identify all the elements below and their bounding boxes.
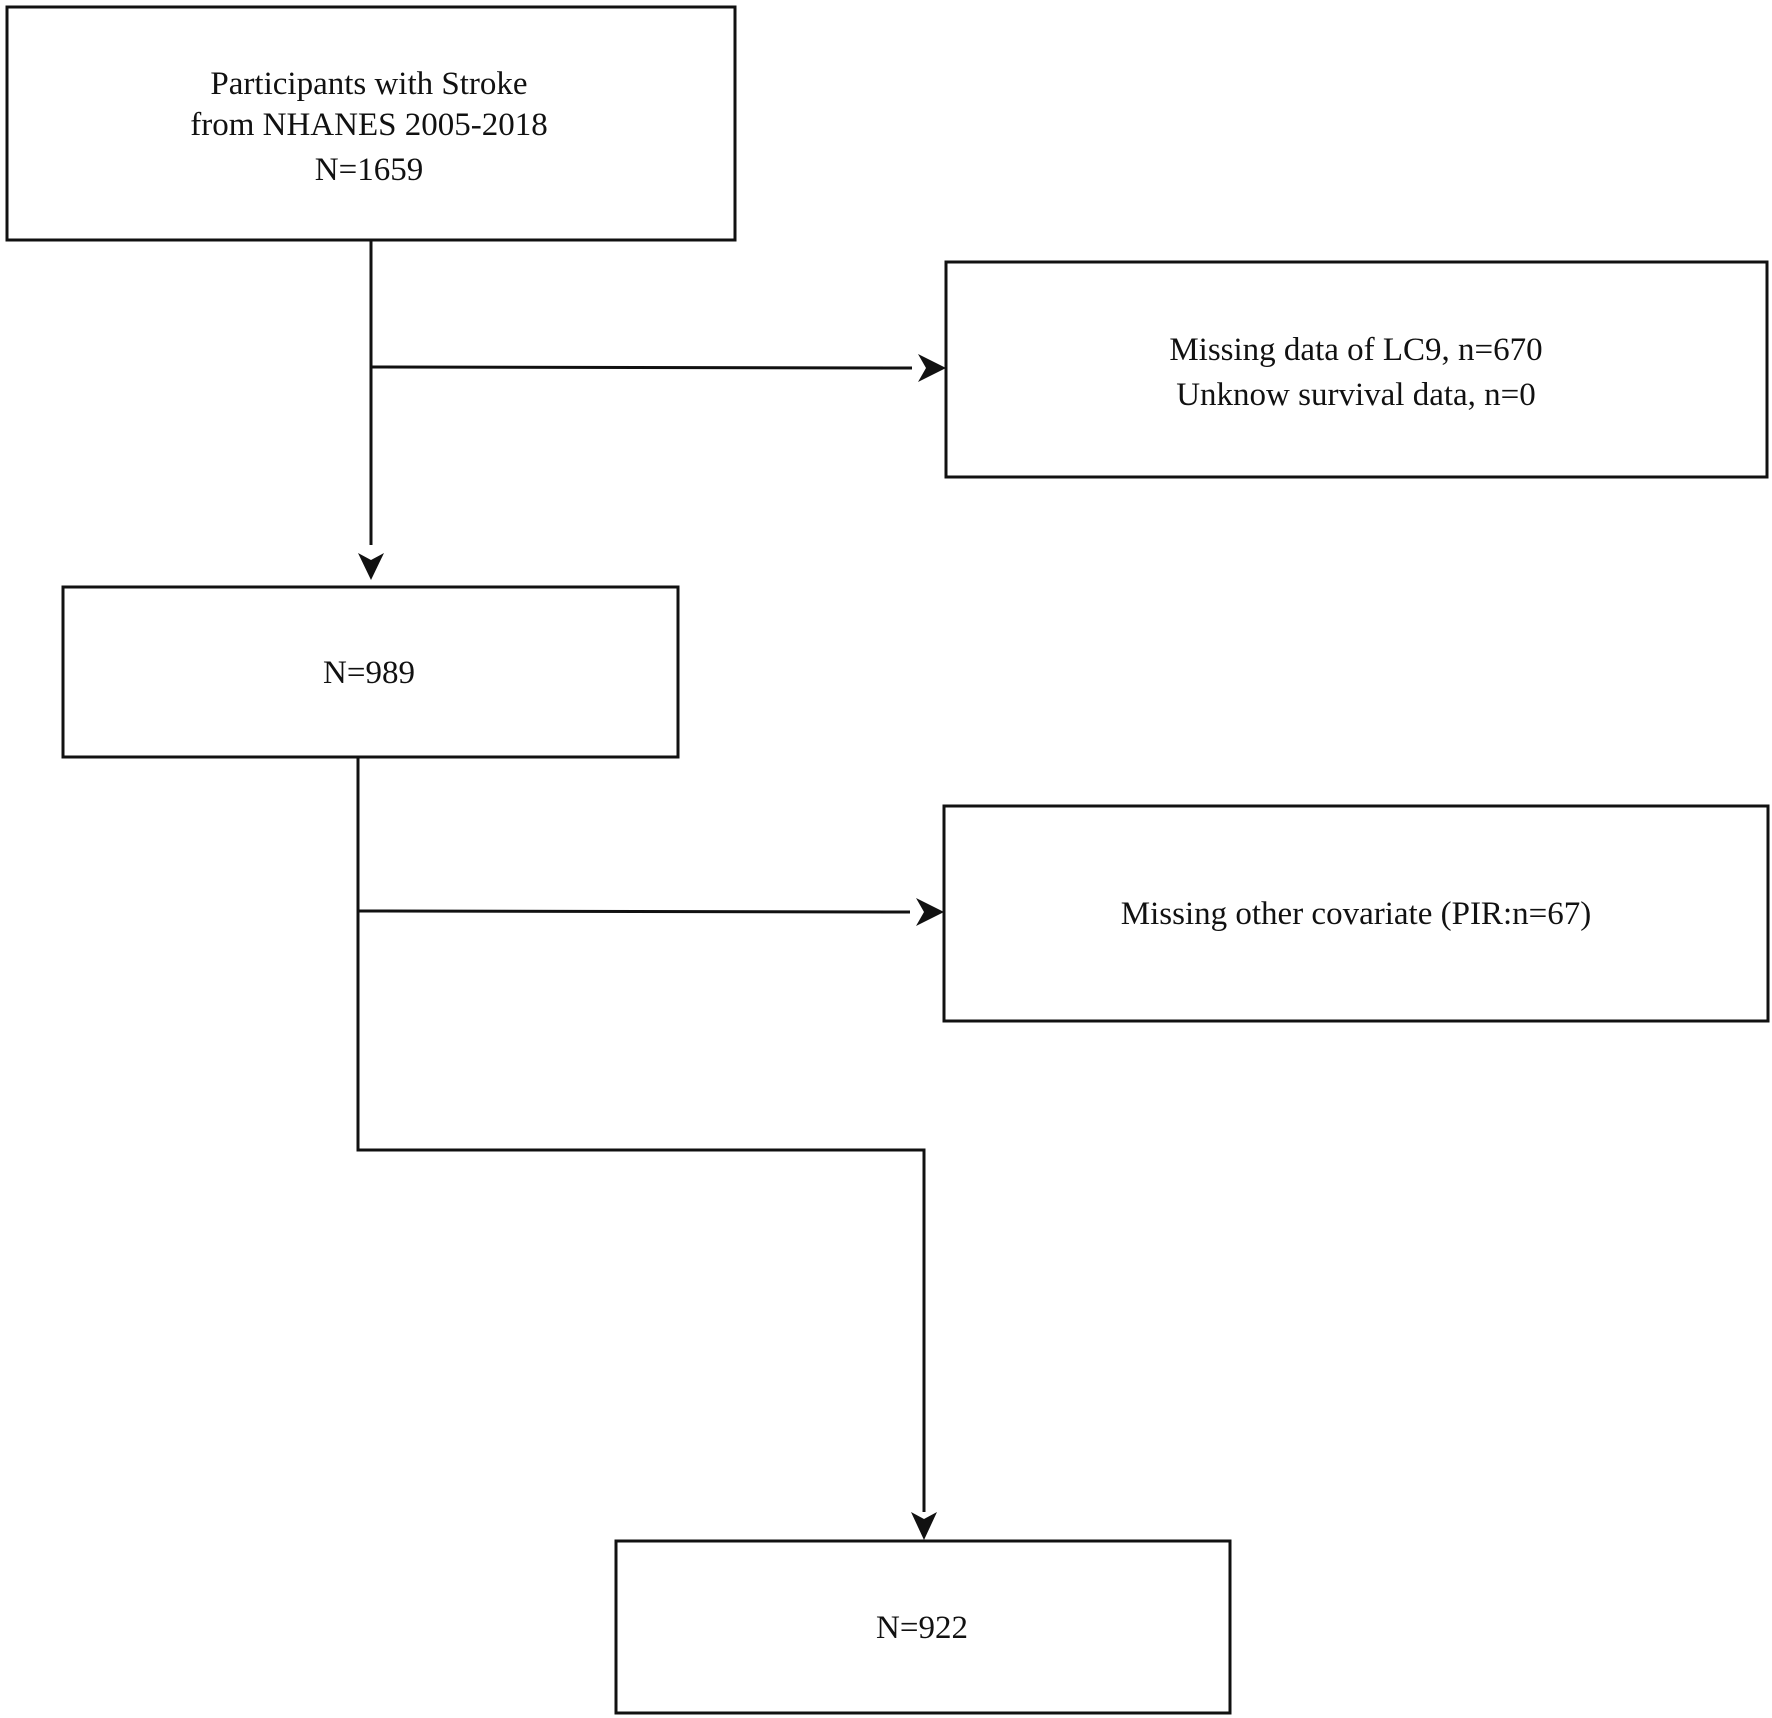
start-box: Participants with Stroke from NHANES 200… xyxy=(5,5,737,242)
middle-box-label: N=989 xyxy=(323,655,415,691)
exclusion-box-2: Missing other covariate (PIR:n=67) xyxy=(942,804,1770,1023)
arrowhead-to-exclusion1 xyxy=(918,354,946,382)
final-box-label: N=922 xyxy=(876,1610,968,1646)
start-box-line-2: from NHANES 2005-2018 xyxy=(190,107,547,143)
exclusion-box-1-line-2: Unknow survival data, n=0 xyxy=(1176,377,1536,413)
arrowhead-to-middle xyxy=(358,553,384,580)
connector-to-exclusion1 xyxy=(370,365,913,370)
start-box-line-3: N=1659 xyxy=(315,152,423,188)
connector-to-exclusion2 xyxy=(357,909,911,914)
start-box-line-1: Participants with Stroke xyxy=(210,66,527,102)
exclusion-box-2-label: Missing other covariate (PIR:n=67) xyxy=(1121,896,1591,932)
middle-box: N=989 xyxy=(61,585,680,759)
arrowhead-to-final xyxy=(911,1512,937,1540)
arrowhead-to-exclusion2 xyxy=(916,898,944,926)
final-box: N=922 xyxy=(614,1539,1232,1715)
connector-middle-to-final xyxy=(356,754,926,1512)
exclusion-box-1-line-1: Missing data of LC9, n=670 xyxy=(1169,332,1542,368)
exclusion-box-1: Missing data of LC9, n=670 Unknow surviv… xyxy=(944,260,1769,479)
